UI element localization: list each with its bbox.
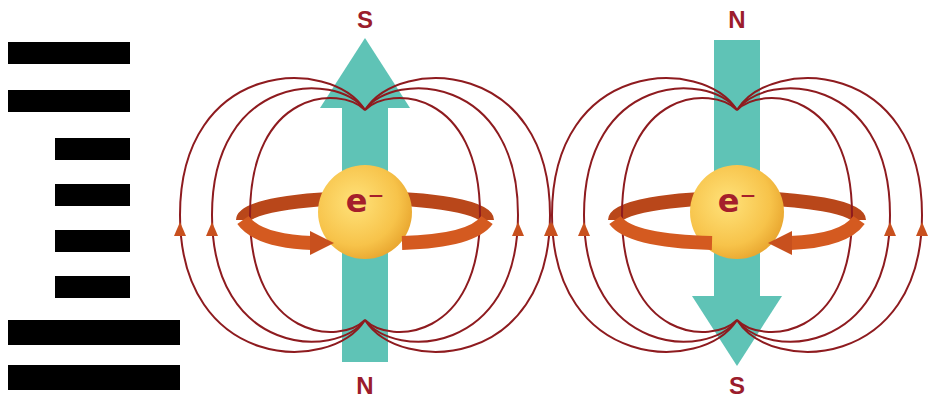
electron-symbol: e⁻ — [346, 184, 385, 219]
electron-left — [174, 38, 556, 362]
redaction-bars — [8, 42, 180, 390]
electron-circle: e⁻ — [318, 165, 412, 259]
electron-symbol: e⁻ — [718, 184, 757, 219]
pole-label: N — [356, 374, 373, 398]
pole-label: N — [728, 8, 745, 32]
electron-right — [546, 40, 928, 366]
pole-label: S — [357, 8, 373, 32]
pole-label: S — [729, 374, 745, 398]
electron-circle: e⁻ — [690, 165, 784, 259]
